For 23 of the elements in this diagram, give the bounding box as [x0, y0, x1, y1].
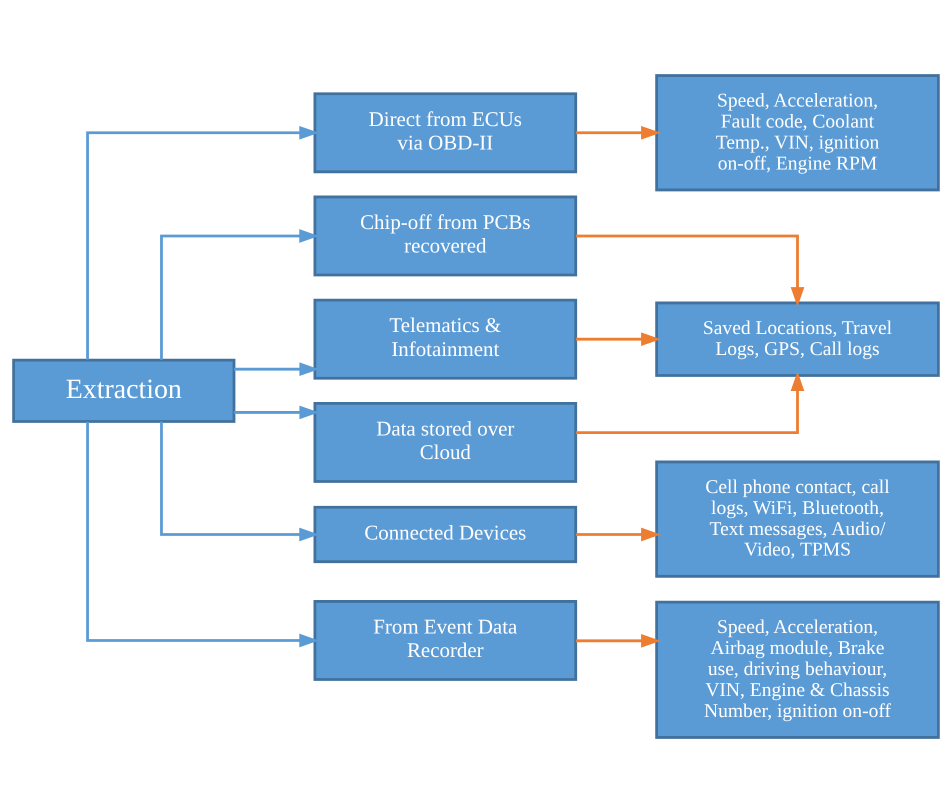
node-box: Data stored over Cloud: [314, 401, 578, 482]
node-box: Telematics & Infotainment: [314, 298, 578, 380]
node-box: Chip-off from PCBs recovered: [314, 195, 578, 276]
arrow: [234, 405, 319, 419]
arrow: [576, 125, 661, 140]
arrow: [86, 421, 319, 647]
arrow: [576, 234, 804, 306]
node-box: From Event Data Recorder: [314, 600, 578, 680]
arrow: [160, 228, 319, 360]
arrow: [576, 527, 661, 541]
arrow: [576, 633, 661, 648]
node-box: Connected Devices: [314, 505, 578, 563]
node-box: Saved Locations, Travel Logs, GPS, Call logs: [655, 301, 940, 376]
arrow: [576, 332, 661, 346]
arrow: [160, 421, 319, 541]
node-box: Cell phone contact, call logs, WiFi, Bluetooth, Text messages, Audio/ Video, TPMS: [655, 460, 940, 578]
arrow: [86, 125, 319, 360]
arrow: [234, 362, 319, 376]
arrow: [576, 370, 804, 434]
node-box: Speed, Acceleration, Fault code, Coolant Temp., VIN, ignition on-off, Engine RPM: [655, 74, 940, 191]
node-box: Extraction: [12, 358, 236, 422]
node-box: Direct from ECUs via OBD-II: [314, 92, 578, 173]
node-box: Speed, Acceleration, Airbag module, Brake use, driving behaviour, VIN, Engine & Chassis Number, ignition on-off: [655, 600, 940, 738]
